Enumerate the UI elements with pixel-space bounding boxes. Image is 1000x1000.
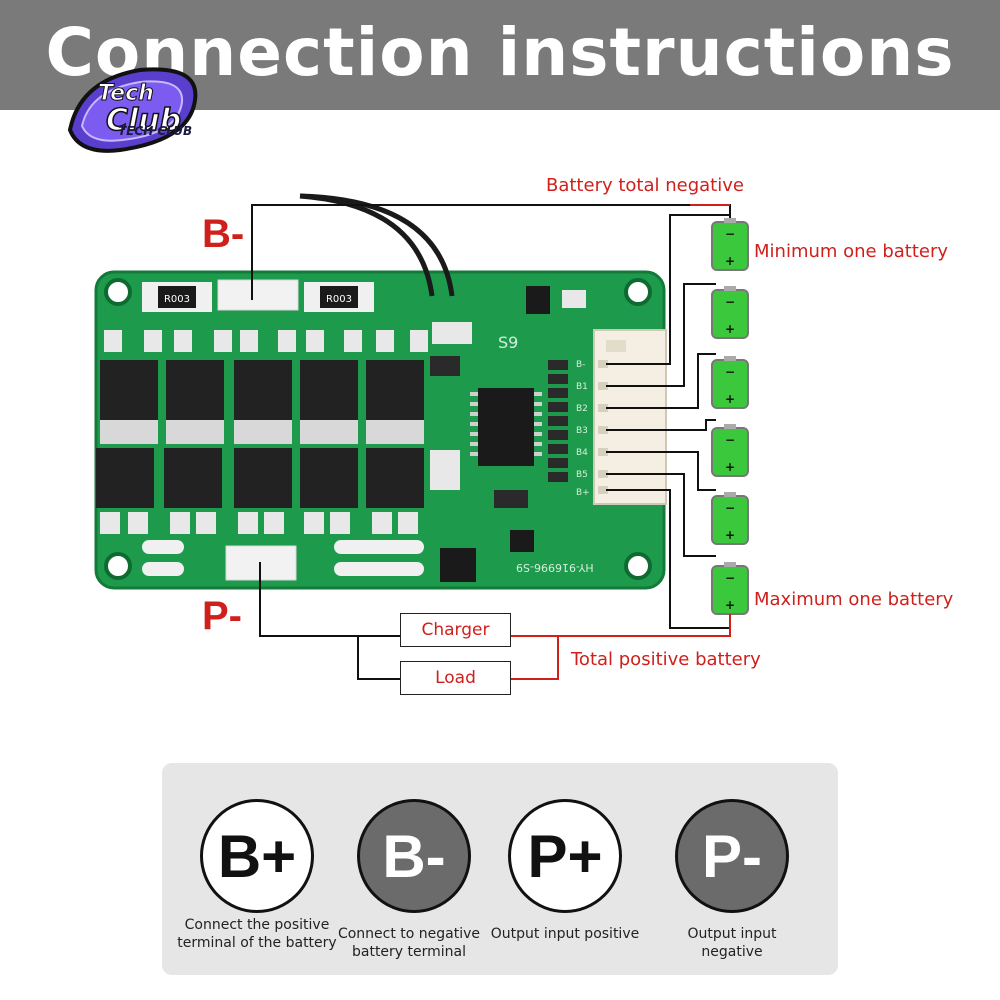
battery-cell-3: − + — [711, 356, 749, 409]
wire-b-minus — [251, 204, 731, 300]
silkscreen-s9: S9 — [498, 333, 518, 352]
svg-text:+: + — [725, 460, 735, 474]
legend-symbol-p-minus: P- — [675, 799, 789, 913]
svg-text:+: + — [725, 322, 735, 336]
wiring-diagram-svg: R003 R003 — [94, 193, 749, 680]
label-minimum-one-battery: Minimum one battery — [754, 241, 949, 262]
svg-text:+: + — [725, 598, 735, 612]
legend-caption-p-plus: Output input positive — [490, 926, 640, 942]
terminal-legend-panel: B+ B- P+ P- Connect the positive termina… — [162, 763, 838, 975]
battery-cell-4: − + — [711, 424, 749, 477]
charger-box: Charger — [400, 613, 511, 647]
legend-symbol-b-minus: B- — [357, 799, 471, 913]
wire-total-positive — [510, 614, 731, 637]
legend-symbol-p-plus: P+ — [508, 799, 622, 913]
wire-p-minus — [259, 562, 400, 637]
load-box: Load — [400, 661, 511, 695]
silkscreen-part-number: HY-916996-S9 — [516, 561, 594, 574]
pin-label-b3: B3 — [576, 426, 588, 436]
svg-text:+: + — [725, 254, 735, 268]
pin-label-b1: B1 — [576, 382, 588, 392]
svg-text:−: − — [725, 295, 735, 309]
balance-wires — [606, 214, 730, 629]
svg-text:−: − — [725, 571, 735, 585]
battery-cell-2: − + — [711, 286, 749, 339]
svg-text:Tech: Tech — [98, 81, 154, 106]
pin-label-b5: B5 — [576, 470, 588, 480]
label-battery-total-negative: Battery total negative — [546, 175, 744, 196]
pin-label-b2: B2 — [576, 404, 588, 414]
battery-cell-6: − + — [711, 562, 749, 615]
resistor-code-1: R003 — [164, 294, 190, 305]
battery-cell-5: − + — [711, 492, 749, 545]
connection-diagram: R003 R003 — [0, 150, 1000, 710]
label-maximum-one-battery: Maximum one battery — [754, 589, 954, 610]
bms-pcb-board: R003 R003 — [94, 270, 667, 590]
resistor-code-2: R003 — [326, 294, 352, 305]
logo-brand-text: TECH CLUB — [118, 124, 193, 138]
legend-symbol-b-plus: B+ — [200, 799, 314, 913]
svg-text:+: + — [725, 392, 735, 406]
pin-label-b-minus: B- — [576, 360, 585, 370]
legend-caption-p-minus: Output input negative — [687, 926, 777, 960]
battery-cell-1: − + — [711, 218, 749, 271]
legend-caption-b-minus: Connect to negative battery terminal — [337, 926, 481, 960]
legend-caption-b-plus: Connect the positive terminal of the bat… — [177, 917, 337, 951]
terminal-p-minus: P- — [202, 594, 242, 638]
svg-text:−: − — [725, 365, 735, 379]
tech-club-logo: Tech Club — [67, 67, 198, 153]
svg-text:−: − — [725, 433, 735, 447]
pin-label-b4: B4 — [576, 448, 588, 458]
svg-text:Club: Club — [106, 103, 181, 138]
pin-label-b-plus: B+ — [576, 488, 590, 498]
page-title: Connection instructions — [45, 14, 955, 91]
svg-text:−: − — [725, 227, 735, 241]
svg-text:+: + — [725, 528, 735, 542]
label-total-positive-battery: Total positive battery — [571, 649, 761, 670]
terminal-b-minus: B- — [202, 212, 245, 256]
battery-stack: − + − + − + − + — [711, 218, 749, 615]
svg-text:−: − — [725, 501, 735, 515]
